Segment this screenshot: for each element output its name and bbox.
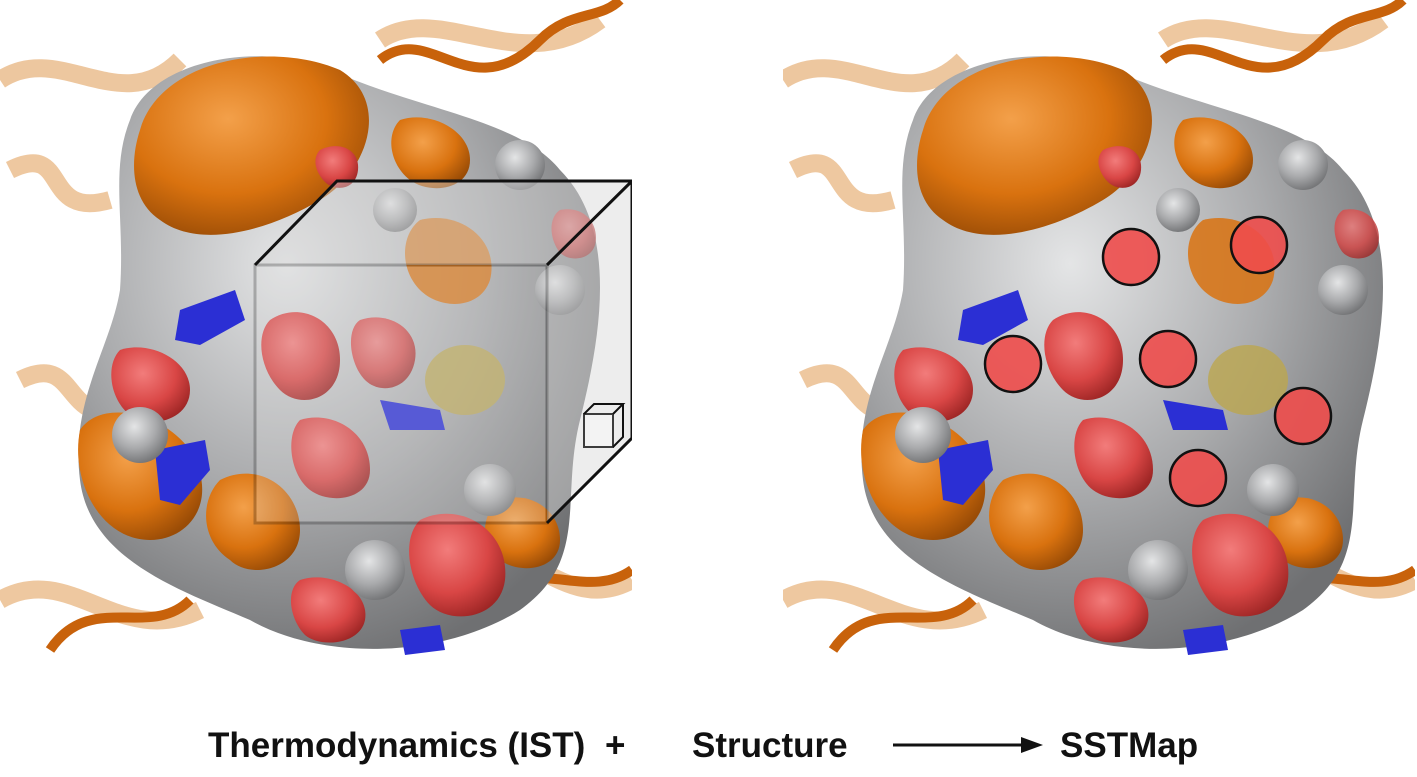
thermodynamics-label: Thermodynamics (IST) — [208, 726, 586, 765]
protein-surface-illustration — [0, 0, 632, 655]
grid-analysis-panel — [0, 0, 632, 690]
molecular-surface-right — [861, 56, 1383, 655]
hydration-sites — [983, 215, 1333, 508]
caption-equation: Thermodynamics (IST) + Structure SSTMap — [0, 712, 1417, 772]
hydration-site — [1273, 386, 1333, 446]
hydration-site — [1168, 448, 1228, 508]
hydration-site — [1101, 227, 1161, 287]
molecular-surface — [78, 56, 600, 655]
arrow-right-icon — [893, 737, 1043, 753]
hydration-site — [1138, 329, 1198, 389]
grid-voxel-cube — [583, 403, 626, 448]
hydration-site — [1229, 215, 1289, 275]
plus-operator: + — [605, 726, 626, 765]
ist-grid-box — [253, 179, 632, 525]
hydration-sites-panel — [783, 0, 1415, 690]
hydration-site — [983, 334, 1043, 394]
protein-surface-illustration-right — [783, 0, 1415, 655]
structure-label: Structure — [692, 726, 848, 765]
sstmap-label: SSTMap — [1060, 726, 1199, 765]
